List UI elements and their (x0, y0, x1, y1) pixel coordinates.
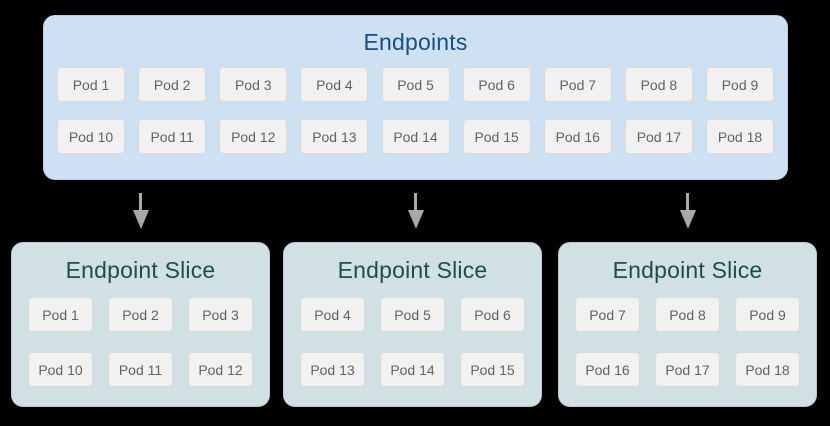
pod-box: Pod 8 (624, 67, 693, 102)
pod-box: Pod 5 (380, 297, 445, 332)
pod-box: Pod 13 (300, 119, 369, 154)
down-arrow (131, 193, 150, 230)
endpoint-slice-title: Endpoint Slice (65, 257, 216, 283)
slice-1-pod-row-1: Pod 1 Pod 2 Pod 3 (12, 297, 269, 332)
pod-box: Pod 4 (300, 67, 369, 102)
pod-box: Pod 13 (300, 352, 365, 387)
pod-box: Pod 7 (543, 67, 612, 102)
pod-box: Pod 18 (706, 119, 774, 154)
pod-box: Pod 12 (188, 352, 253, 387)
pod-box: Pod 14 (381, 119, 450, 154)
slice-3-pod-row-2: Pod 16 Pod 17 Pod 18 (559, 352, 816, 387)
slice-2-pod-row-2: Pod 13 Pod 14 Pod 15 (284, 352, 541, 387)
pod-box: Pod 7 (575, 297, 640, 332)
down-arrow (678, 193, 697, 230)
arrow-stem (413, 193, 418, 210)
pod-box: Pod 3 (219, 67, 288, 102)
endpoints-box: Endpoints Pod 1 Pod 2 Pod 3 Pod 4 Pod 5 Pod 6… (43, 15, 788, 180)
pod-box: Pod 6 (460, 297, 525, 332)
pod-box: Pod 15 (462, 119, 531, 154)
pod-box: Pod 16 (575, 352, 640, 387)
slice-1-pod-row-2: Pod 10 Pod 11 Pod 12 (12, 352, 269, 387)
pod-box: Pod 17 (624, 119, 693, 154)
arrow-stem (685, 193, 690, 210)
endpoints-pod-row-2: Pod 10 Pod 11 Pod 12 Pod 13 Pod 14 Pod 15 Pod … (44, 119, 787, 154)
arrow-head (132, 210, 149, 229)
pod-box: Pod 6 (462, 67, 531, 102)
arrow-stem (138, 193, 143, 210)
down-arrow (406, 193, 425, 230)
pod-box: Pod 3 (188, 297, 253, 332)
pod-box: Pod 9 (735, 297, 800, 332)
pod-box: Pod 1 (28, 297, 93, 332)
arrow-head (679, 210, 696, 229)
arrow-head (407, 210, 424, 229)
pod-box: Pod 8 (655, 297, 720, 332)
pod-box: Pod 15 (460, 352, 525, 387)
pod-box: Pod 9 (706, 67, 774, 102)
endpoint-slice-title: Endpoint Slice (612, 257, 763, 283)
endpoint-slice-title: Endpoint Slice (337, 257, 488, 283)
pod-box: Pod 16 (543, 119, 612, 154)
endpoints-pod-row-1: Pod 1 Pod 2 Pod 3 Pod 4 Pod 5 Pod 6 Pod 7 Pod 8… (44, 67, 787, 102)
pod-box: Pod 14 (380, 352, 445, 387)
pod-box: Pod 2 (108, 297, 173, 332)
pod-box: Pod 1 (57, 67, 125, 102)
slice-2-pod-row-1: Pod 4 Pod 5 Pod 6 (284, 297, 541, 332)
endpoints-title: Endpoints (363, 29, 468, 55)
pod-box: Pod 12 (219, 119, 288, 154)
slice-3-pod-row-1: Pod 7 Pod 8 Pod 9 (559, 297, 816, 332)
pod-box: Pod 2 (138, 67, 207, 102)
pod-box: Pod 11 (138, 119, 207, 154)
pod-box: Pod 11 (108, 352, 173, 387)
pod-box: Pod 10 (28, 352, 93, 387)
pod-box: Pod 4 (300, 297, 365, 332)
pod-box: Pod 5 (381, 67, 450, 102)
pod-box: Pod 18 (735, 352, 800, 387)
pod-box: Pod 17 (655, 352, 720, 387)
pod-box: Pod 10 (57, 119, 125, 154)
